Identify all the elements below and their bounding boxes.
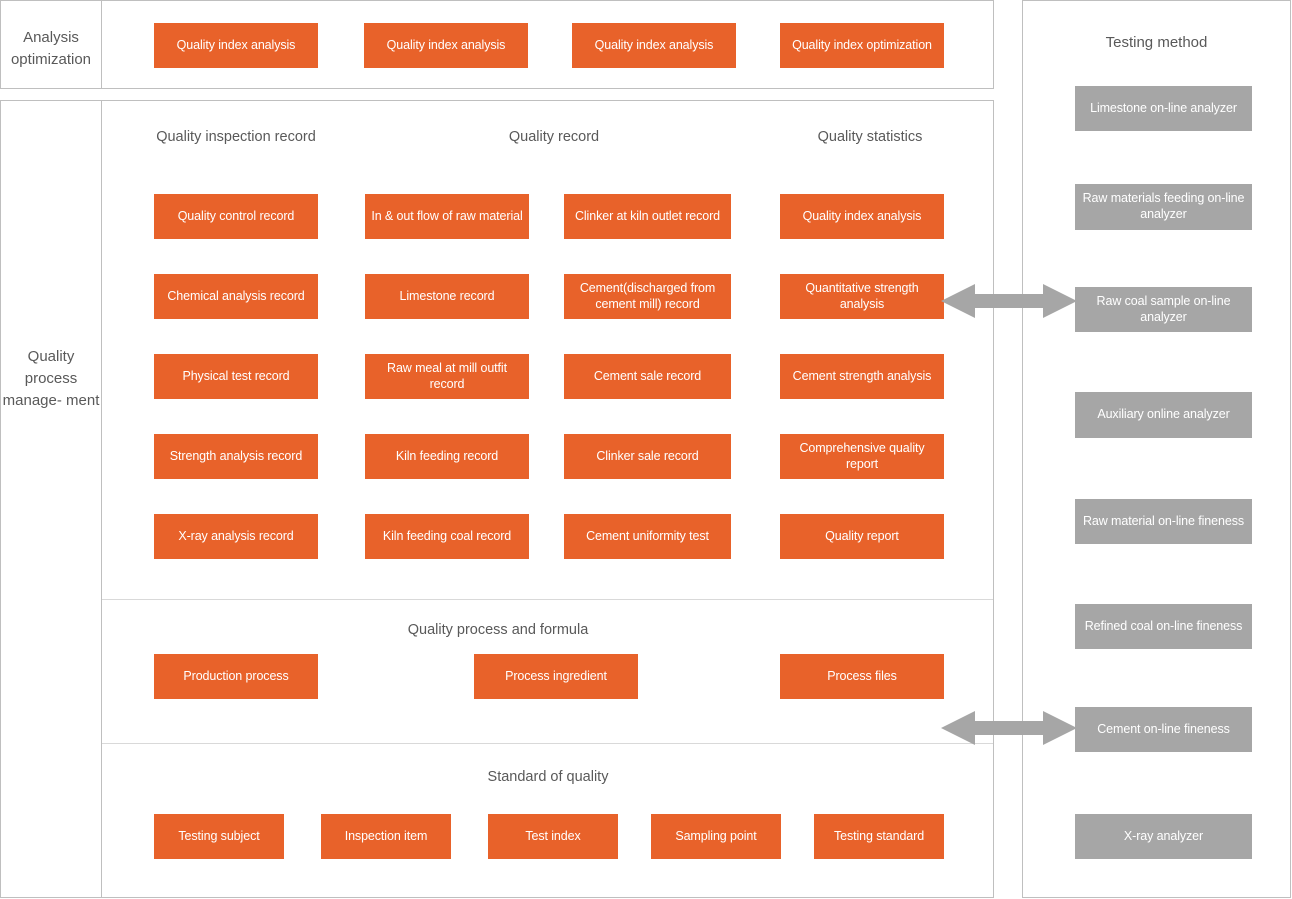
box-cement-strength-analysis[interactable]: Cement strength analysis [780, 354, 944, 399]
box-chemical-analysis-record[interactable]: Chemical analysis record [154, 274, 318, 319]
box-raw-coal-sample-online-analyzer[interactable]: Raw coal sample on-line analyzer [1075, 287, 1252, 332]
box-limestone-record[interactable]: Limestone record [365, 274, 529, 319]
section-title-testing-method: Testing method [1105, 34, 1208, 51]
box-top-3[interactable]: Quality index analysis [572, 23, 736, 68]
panel-main-divider [101, 101, 102, 897]
divider-process-section [102, 599, 993, 600]
box-comprehensive-quality-report[interactable]: Comprehensive quality report [780, 434, 944, 479]
box-testing-subject[interactable]: Testing subject [154, 814, 284, 859]
box-clinker-sale-record[interactable]: Clinker sale record [564, 434, 731, 479]
box-auxiliary-online-analyzer[interactable]: Auxiliary online analyzer [1075, 392, 1252, 438]
box-production-process[interactable]: Production process [154, 654, 318, 699]
box-raw-material-online-fineness[interactable]: Raw material on-line fineness [1075, 499, 1252, 544]
box-top-4[interactable]: Quality index optimization [780, 23, 944, 68]
column-title-quality-statistics: Quality statistics [817, 129, 923, 145]
box-raw-meal-mill-outfit-record[interactable]: Raw meal at mill outfit record [365, 354, 529, 399]
box-quantitative-strength-analysis[interactable]: Quantitative strength analysis [780, 274, 944, 319]
box-raw-materials-feeding-online-analyzer[interactable]: Raw materials feeding on-line analyzer [1075, 184, 1252, 230]
box-process-files[interactable]: Process files [780, 654, 944, 699]
divider-standard-section [102, 743, 993, 744]
section-title-quality-process-formula: Quality process and formula [407, 622, 589, 638]
box-process-ingredient[interactable]: Process ingredient [474, 654, 638, 699]
box-quality-report[interactable]: Quality report [780, 514, 944, 559]
column-title-quality-inspection-record: Quality inspection record [156, 129, 316, 145]
box-cement-discharged-record[interactable]: Cement(discharged from cement mill) reco… [564, 274, 731, 319]
row-label-quality-process-management: Quality process manage- ment [2, 348, 100, 409]
box-cement-online-fineness[interactable]: Cement on-line fineness [1075, 707, 1252, 752]
panel-top-divider [101, 1, 102, 88]
box-refined-coal-online-fineness[interactable]: Refined coal on-line fineness [1075, 604, 1252, 649]
box-strength-analysis-record[interactable]: Strength analysis record [154, 434, 318, 479]
box-top-2[interactable]: Quality index analysis [364, 23, 528, 68]
box-xray-analyzer[interactable]: X-ray analyzer [1075, 814, 1252, 859]
box-quality-index-analysis[interactable]: Quality index analysis [780, 194, 944, 239]
box-in-out-flow-raw-material[interactable]: In & out flow of raw material [365, 194, 529, 239]
box-sampling-point[interactable]: Sampling point [651, 814, 781, 859]
testing-method-panel: Testing method Limestone on-line analyze… [1022, 0, 1291, 898]
box-test-index[interactable]: Test index [488, 814, 618, 859]
box-physical-test-record[interactable]: Physical test record [154, 354, 318, 399]
box-limestone-online-analyzer[interactable]: Limestone on-line analyzer [1075, 86, 1252, 131]
column-title-quality-record: Quality record [508, 129, 600, 145]
box-inspection-item[interactable]: Inspection item [321, 814, 451, 859]
box-cement-uniformity-test[interactable]: Cement uniformity test [564, 514, 731, 559]
row-label-analysis-optimization: Analysis optimization [10, 29, 92, 68]
box-testing-standard[interactable]: Testing standard [814, 814, 944, 859]
box-cement-sale-record[interactable]: Cement sale record [564, 354, 731, 399]
box-clinker-kiln-outlet-record[interactable]: Clinker at kiln outlet record [564, 194, 731, 239]
analysis-optimization-panel: Analysis optimization Quality index anal… [0, 0, 994, 89]
box-top-1[interactable]: Quality index analysis [154, 23, 318, 68]
box-kiln-feeding-coal-record[interactable]: Kiln feeding coal record [365, 514, 529, 559]
section-title-standard-of-quality: Standard of quality [487, 769, 609, 785]
quality-process-management-panel: Quality process manage- ment Quality ins… [0, 100, 994, 898]
box-xray-analysis-record[interactable]: X-ray analysis record [154, 514, 318, 559]
box-quality-control-record[interactable]: Quality control record [154, 194, 318, 239]
box-kiln-feeding-record[interactable]: Kiln feeding record [365, 434, 529, 479]
